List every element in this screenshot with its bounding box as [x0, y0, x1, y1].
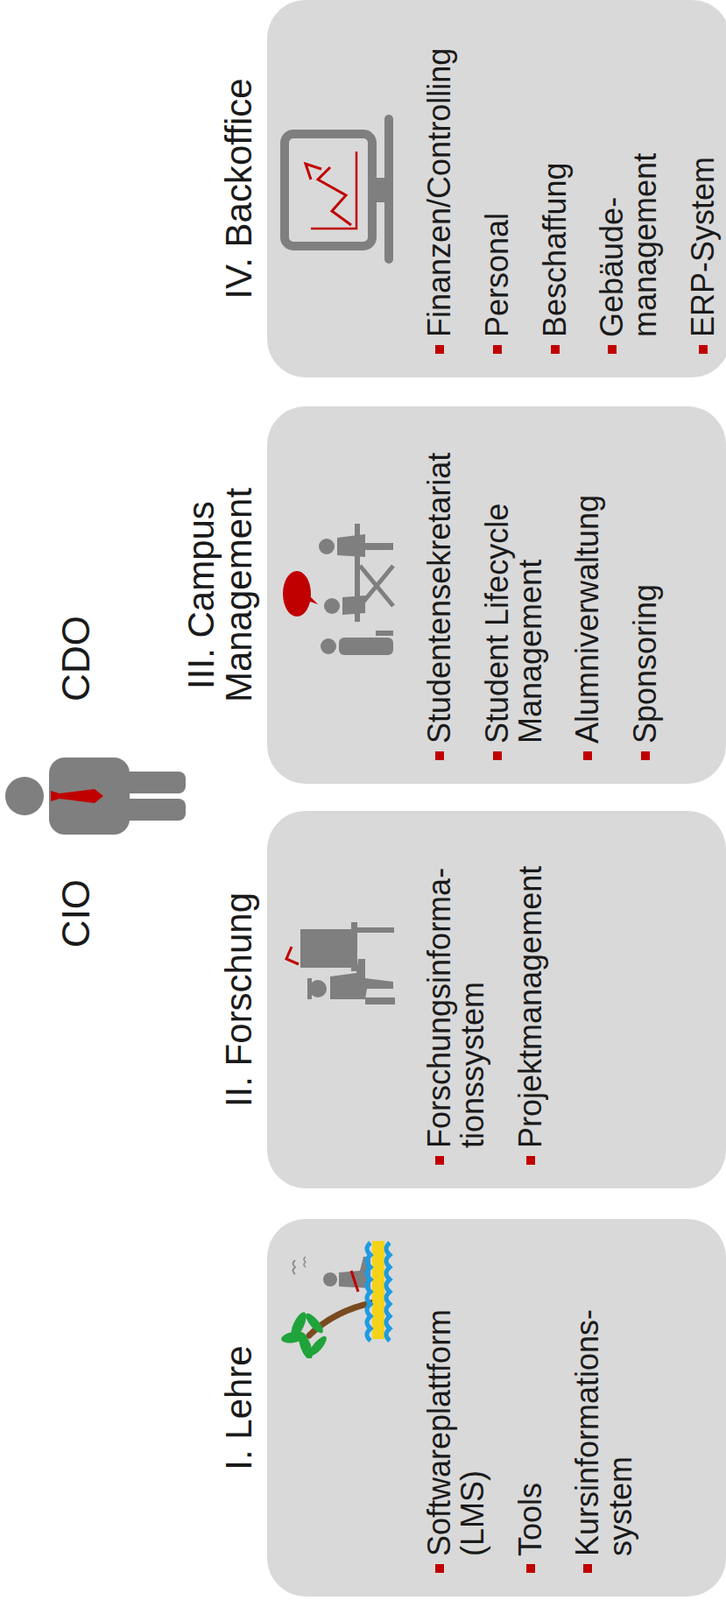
bullet-item: Alumniverwaltung — [570, 406, 605, 784]
panel-heading: III. Campus Management — [183, 406, 259, 784]
list-item-text: Finanzen/Controlling — [422, 17, 457, 338]
bullet-item: Sponsoring — [628, 406, 663, 784]
heading-wrap: I. Lehre — [220, 1219, 259, 1597]
bullet-list: Finanzen/Controlling Personal Beschaffung G… — [422, 0, 726, 378]
person-icon — [3, 752, 190, 840]
bullet-square — [435, 345, 445, 354]
heading-wrap: III. Campus Management — [183, 406, 259, 784]
bullet-square — [550, 345, 560, 354]
bullet-square — [641, 751, 650, 761]
list-item-text: Tools — [514, 1236, 548, 1557]
bullet-item: Softwareplattform (LMS) — [422, 1219, 490, 1597]
list-item-text: Kursinformations- system — [570, 1236, 638, 1557]
list-item-text: Softwareplattform (LMS) — [422, 1236, 490, 1557]
bullet-square — [698, 345, 708, 354]
list-item-text: Beschaffung — [538, 17, 572, 338]
list-item-text: Studentensekretariat — [422, 423, 457, 744]
bullet-square — [435, 1564, 445, 1573]
category-panel: IV. BackofficeFinanzen/ControllingPerson… — [267, 0, 726, 378]
bullet-item: Studentensekretariat — [422, 406, 457, 784]
list-item-text: Projektmanagement — [514, 828, 548, 1149]
list-item-text: Gebäude- management — [595, 17, 663, 338]
bullet-item: Tools — [514, 1219, 548, 1597]
monitor-chart-icon — [279, 109, 402, 268]
bullet-item: Gebäude- management — [595, 0, 663, 378]
bullet-item: Projektmanagement — [514, 810, 548, 1189]
list-item-text: ERP-System — [686, 17, 720, 338]
category-panel: II. ForschungForschungsinforma- tionssys… — [267, 810, 726, 1189]
bullet-square — [526, 1564, 536, 1573]
heading-wrap: II. Forschung — [220, 810, 259, 1189]
island-icon — [279, 1235, 402, 1359]
bullet-square — [435, 1155, 445, 1165]
bullet-item: Finanzen/Controlling — [422, 0, 457, 378]
bullet-item: Beschaffung — [538, 0, 572, 378]
bullet-item: Forschungsinforma- tionssystem — [422, 810, 490, 1189]
role-label: CDO — [55, 615, 98, 702]
bullet-square — [493, 751, 502, 761]
bullet-square — [526, 1155, 536, 1165]
list-item-text: Student Lifecycle Management — [480, 423, 548, 744]
heading-wrap: IV. Backoffice — [220, 0, 259, 378]
list-item-text: Sponsoring — [628, 423, 663, 744]
bullet-item: Kursinformations- system — [570, 1219, 638, 1597]
meeting-icon — [277, 516, 401, 675]
bullet-list: Studentensekretariat Student Lifecycle Ma… — [422, 406, 687, 784]
bullet-item: ERP-System — [686, 0, 720, 378]
research-desk-icon — [281, 916, 399, 1014]
bullet-square — [583, 751, 593, 761]
list-item-text: Forschungsinforma- tionssystem — [422, 828, 490, 1149]
bullet-list: Forschungsinforma- tionssystem Projektman… — [422, 810, 571, 1189]
list-item-text: Alumniverwaltung — [570, 423, 605, 744]
category-panel: III. Campus ManagementStudentensekretari… — [267, 406, 726, 784]
bullet-square — [583, 1564, 593, 1573]
role-label: CIO — [55, 879, 98, 948]
bullet-square — [435, 751, 445, 761]
panel-heading: I. Lehre — [220, 1345, 259, 1470]
bullet-item: Personal — [480, 0, 515, 378]
panel-heading: II. Forschung — [220, 892, 259, 1107]
bullet-square — [607, 345, 617, 354]
category-panel: I. LehreSoftwareplattform (LMS)ToolsKurs… — [267, 1219, 726, 1597]
bullet-list: Softwareplattform (LMS) Tools Kursinformat… — [422, 1219, 663, 1597]
panel-heading: IV. Backoffice — [220, 77, 259, 299]
list-item-text: Personal — [480, 17, 515, 338]
bullet-item: Student Lifecycle Management — [480, 406, 548, 784]
bullet-square — [493, 345, 502, 354]
